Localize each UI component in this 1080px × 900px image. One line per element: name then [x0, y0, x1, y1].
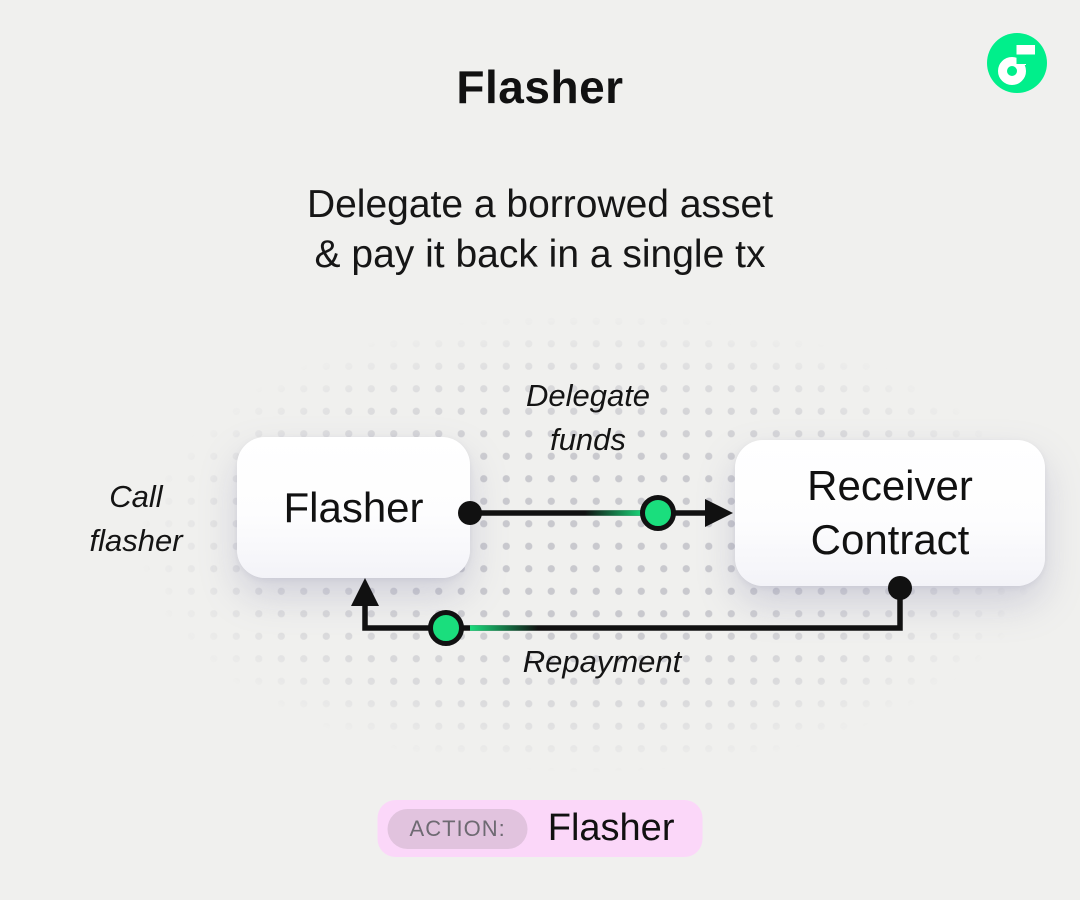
delegate-funds-line1: Delegate — [525, 378, 651, 413]
edge-label-repayment: Repayment — [522, 644, 682, 679]
edge-label-delegate-funds: Delegate funds — [488, 374, 688, 462]
node-flasher: Flasher — [237, 437, 470, 578]
node-receiver-contract: Receiver Contract — [735, 440, 1045, 586]
edge-label-call-flasher: Call flasher — [36, 475, 236, 563]
flow-logo-icon — [987, 33, 1047, 93]
action-value: Flasher — [547, 807, 675, 849]
subtitle-line-1: Delegate a borrowed asset — [306, 183, 774, 226]
action-bar: ACTION: Flasher — [377, 800, 703, 857]
subtitle-line-2: & pay it back in a single tx — [314, 233, 766, 276]
call-flasher-line1: Call — [109, 479, 163, 514]
action-badge: ACTION: — [387, 808, 528, 849]
page-title: Flasher — [456, 61, 624, 113]
logo-notch — [1016, 54, 1026, 64]
flow-logo-svg — [987, 33, 1047, 93]
node-flasher-label: Flasher — [283, 483, 424, 531]
node-receiver-label-line2: Contract — [810, 516, 970, 563]
call-flasher-line2: flasher — [89, 523, 183, 558]
page-subtitle: Delegate a borrowed asset & pay it back … — [0, 180, 1080, 280]
delegate-funds-line2: funds — [550, 422, 626, 457]
logo-ring — [998, 57, 1026, 85]
logo-bar — [1016, 45, 1035, 55]
node-receiver-label-line1: Receiver — [807, 462, 973, 509]
